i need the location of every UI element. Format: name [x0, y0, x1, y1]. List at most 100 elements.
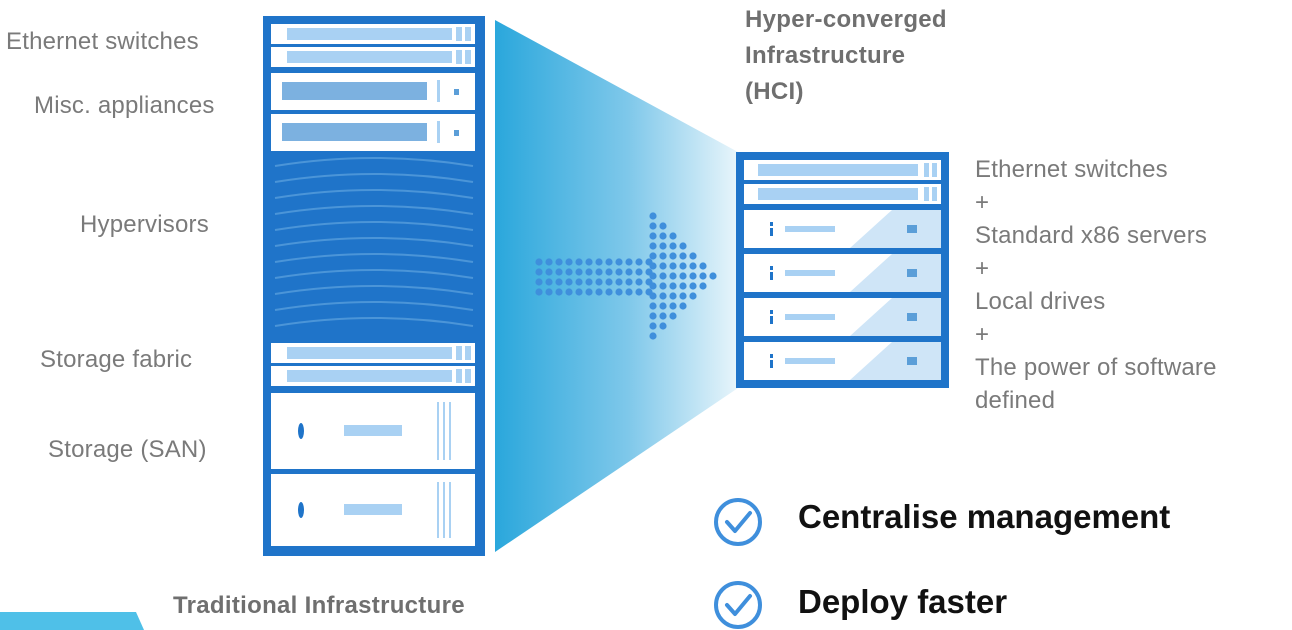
arrow-dot: [649, 332, 657, 340]
arrow-dot: [605, 278, 613, 286]
arrow-dot: [545, 288, 553, 296]
label-storage-fabric: Storage fabric: [40, 346, 193, 373]
arrow-dot: [625, 268, 633, 276]
arrow-dot: [615, 288, 623, 296]
arrow-dot: [535, 268, 543, 276]
hci-components-list: Ethernet switches + Standard x86 servers…: [975, 153, 1217, 417]
arrow-dot: [615, 268, 623, 276]
arrow-dot: [649, 222, 657, 230]
label-ethernet-switches: Ethernet switches: [6, 28, 199, 55]
hci-title-line: (HCI): [745, 78, 804, 105]
arrow-dot: [669, 252, 677, 260]
projection-beam: [495, 20, 738, 552]
rack-misc-appliances: [271, 73, 475, 151]
benefit-item: Centralise management: [798, 498, 1170, 536]
arrow-dot: [689, 292, 697, 300]
arrow-dot: [679, 272, 687, 280]
check-circle-icon: [714, 498, 762, 546]
hci-component: +: [975, 255, 990, 282]
arrow-dot: [679, 242, 687, 250]
arrow-dot: [679, 282, 687, 290]
traditional-infrastructure-title: Traditional Infrastructure: [173, 592, 465, 619]
arrow-dot: [575, 278, 583, 286]
hci-title-line: Hyper-converged: [745, 6, 947, 33]
benefit-label: Deploy faster: [798, 583, 1008, 620]
arrow-dot: [649, 272, 657, 280]
arrow-dot: [535, 258, 543, 266]
arrow-dot: [699, 262, 707, 270]
hci-component: +: [975, 189, 990, 216]
hci-title-line: Infrastructure: [745, 42, 906, 69]
hci-component: Ethernet switches: [975, 156, 1168, 183]
arrow-dot: [659, 262, 667, 270]
arrow-dot: [659, 272, 667, 280]
arrow-dot: [669, 242, 677, 250]
arrow-dot: [689, 282, 697, 290]
arrow-dot: [545, 268, 553, 276]
arrow-dot: [595, 258, 603, 266]
label-misc-appliances: Misc. appliances: [34, 92, 215, 119]
arrow-dot: [535, 288, 543, 296]
arrow-dot: [565, 288, 573, 296]
arrow-dot: [585, 288, 593, 296]
hci-title: Hyper-converged Infrastructure (HCI): [745, 2, 947, 110]
arrow-dot: [625, 288, 633, 296]
arrow-dot: [605, 288, 613, 296]
arrow-dot: [699, 272, 707, 280]
arrow-dot: [659, 232, 667, 240]
arrow-dot: [635, 288, 643, 296]
arrow-dot: [615, 258, 623, 266]
arrow-dot: [649, 312, 657, 320]
arrow-dot: [669, 292, 677, 300]
arrow-dot: [625, 258, 633, 266]
arrow-dot: [659, 292, 667, 300]
arrow-dot: [635, 258, 643, 266]
arrow-dot: [669, 272, 677, 280]
traditional-rack: [263, 16, 485, 556]
benefit-item: Deploy faster: [798, 583, 1007, 621]
arrow-dot: [555, 288, 563, 296]
arrow-dot: [545, 278, 553, 286]
arrow-dot: [649, 232, 657, 240]
arrow-dot: [659, 252, 667, 260]
hci-component: +: [975, 321, 990, 348]
arrow-dot: [545, 258, 553, 266]
arrow-dot: [669, 312, 677, 320]
arrow-dot: [555, 258, 563, 266]
hci-component: The power of software: [975, 354, 1217, 381]
check-circle-icon: [714, 581, 762, 629]
arrow-dot: [649, 252, 657, 260]
label-hypervisors: Hypervisors: [80, 211, 209, 238]
arrow-dot: [565, 268, 573, 276]
arrow-dot: [595, 268, 603, 276]
arrow-dot: [689, 252, 697, 260]
hci-component: Local drives: [975, 288, 1106, 315]
hci-rack: [736, 152, 949, 388]
arrow-dot: [575, 288, 583, 296]
arrow-dot: [635, 278, 643, 286]
arrow-dot: [669, 262, 677, 270]
arrow-dot: [605, 268, 613, 276]
arrow-dot: [689, 272, 697, 280]
arrow-dot: [649, 212, 657, 220]
arrow-dot: [679, 302, 687, 310]
arrow-dot: [625, 278, 633, 286]
arrow-dot: [649, 242, 657, 250]
corner-accent: [0, 612, 144, 630]
arrow-dot: [555, 268, 563, 276]
arrow-dot: [669, 282, 677, 290]
dotted-arrow-icon: [535, 212, 717, 340]
arrow-dot: [669, 302, 677, 310]
arrow-dot: [535, 278, 543, 286]
arrow-dot: [709, 272, 717, 280]
arrow-dot: [575, 268, 583, 276]
arrow-dot: [585, 258, 593, 266]
hci-servers: [744, 210, 941, 380]
arrow-dot: [615, 278, 623, 286]
arrow-dot: [659, 312, 667, 320]
arrow-dot: [649, 302, 657, 310]
arrow-dot: [649, 292, 657, 300]
arrow-dot: [649, 282, 657, 290]
arrow-dot: [679, 262, 687, 270]
